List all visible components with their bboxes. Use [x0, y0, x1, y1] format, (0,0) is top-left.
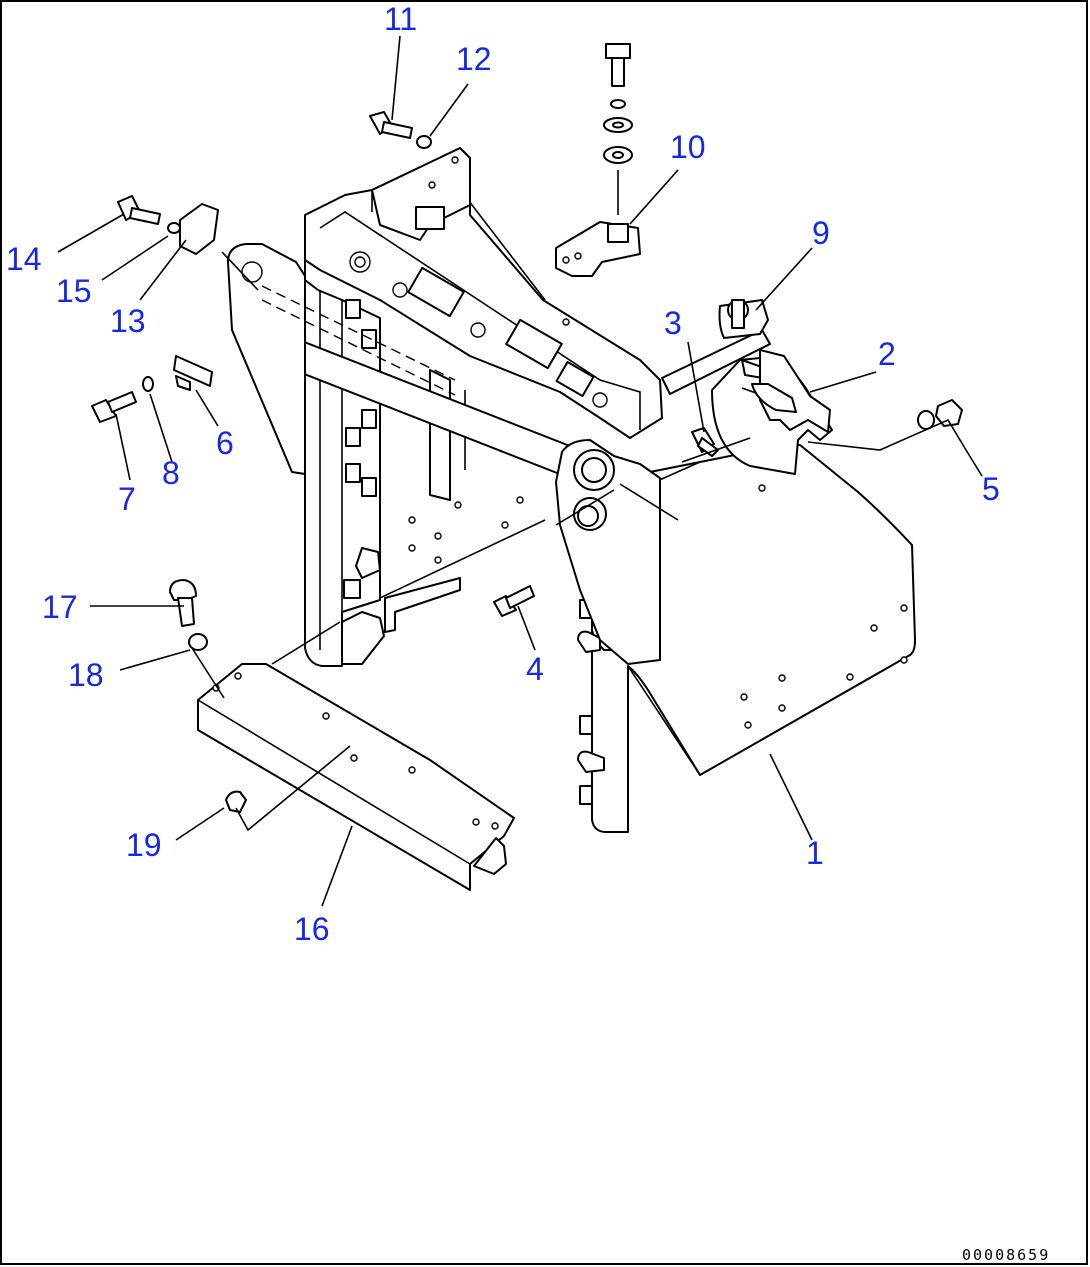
callout-6: 6 — [216, 425, 234, 461]
part-12-washer — [416, 135, 432, 149]
part-3-bolt — [691, 427, 719, 457]
callout-4: 4 — [526, 651, 544, 687]
part-18-washer — [188, 633, 208, 651]
callout-8: 8 — [162, 455, 180, 491]
part-16-cover — [197, 621, 515, 891]
callout-17: 17 — [42, 589, 78, 625]
callout-1: 1 — [806, 835, 824, 871]
callout-19: 19 — [126, 827, 162, 863]
part-11-bolt — [369, 111, 413, 139]
part-6-plate — [173, 355, 213, 387]
callout-15: 15 — [56, 273, 92, 309]
callout-9: 9 — [812, 215, 830, 251]
part-14-bolt — [117, 195, 161, 225]
stay-bar — [227, 243, 679, 665]
callout-16: 16 — [294, 911, 330, 947]
drawing-code: 00008659 — [962, 1246, 1050, 1264]
callout-10: 10 — [670, 129, 706, 165]
callout-2: 2 — [878, 336, 896, 372]
part-13-plate — [179, 203, 219, 255]
part-4-bolt — [493, 585, 535, 617]
callout-14: 14 — [6, 241, 42, 277]
part-19-clip — [225, 790, 247, 813]
callout-11: 11 — [384, 1, 417, 37]
callout-5: 5 — [982, 471, 1000, 507]
callout-12: 12 — [456, 41, 492, 77]
part-15-washer — [167, 222, 181, 234]
leader-lines — [57, 35, 983, 907]
part-2-bracket — [711, 349, 833, 475]
part-5-nut — [917, 399, 963, 430]
callouts: 1 2 3 4 5 6 7 8 9 10 11 12 13 14 15 16 1… — [6, 1, 1000, 947]
part-1-side-panel — [577, 444, 916, 833]
part-7-bolt — [91, 391, 137, 423]
callout-7: 7 — [118, 481, 136, 517]
callout-3: 3 — [664, 305, 682, 341]
callout-13: 13 — [110, 303, 146, 339]
part-17-bolt — [169, 579, 197, 627]
part-8-washer — [142, 376, 154, 392]
callout-18: 18 — [68, 657, 104, 693]
part-10-bracket-assembly — [555, 43, 641, 277]
